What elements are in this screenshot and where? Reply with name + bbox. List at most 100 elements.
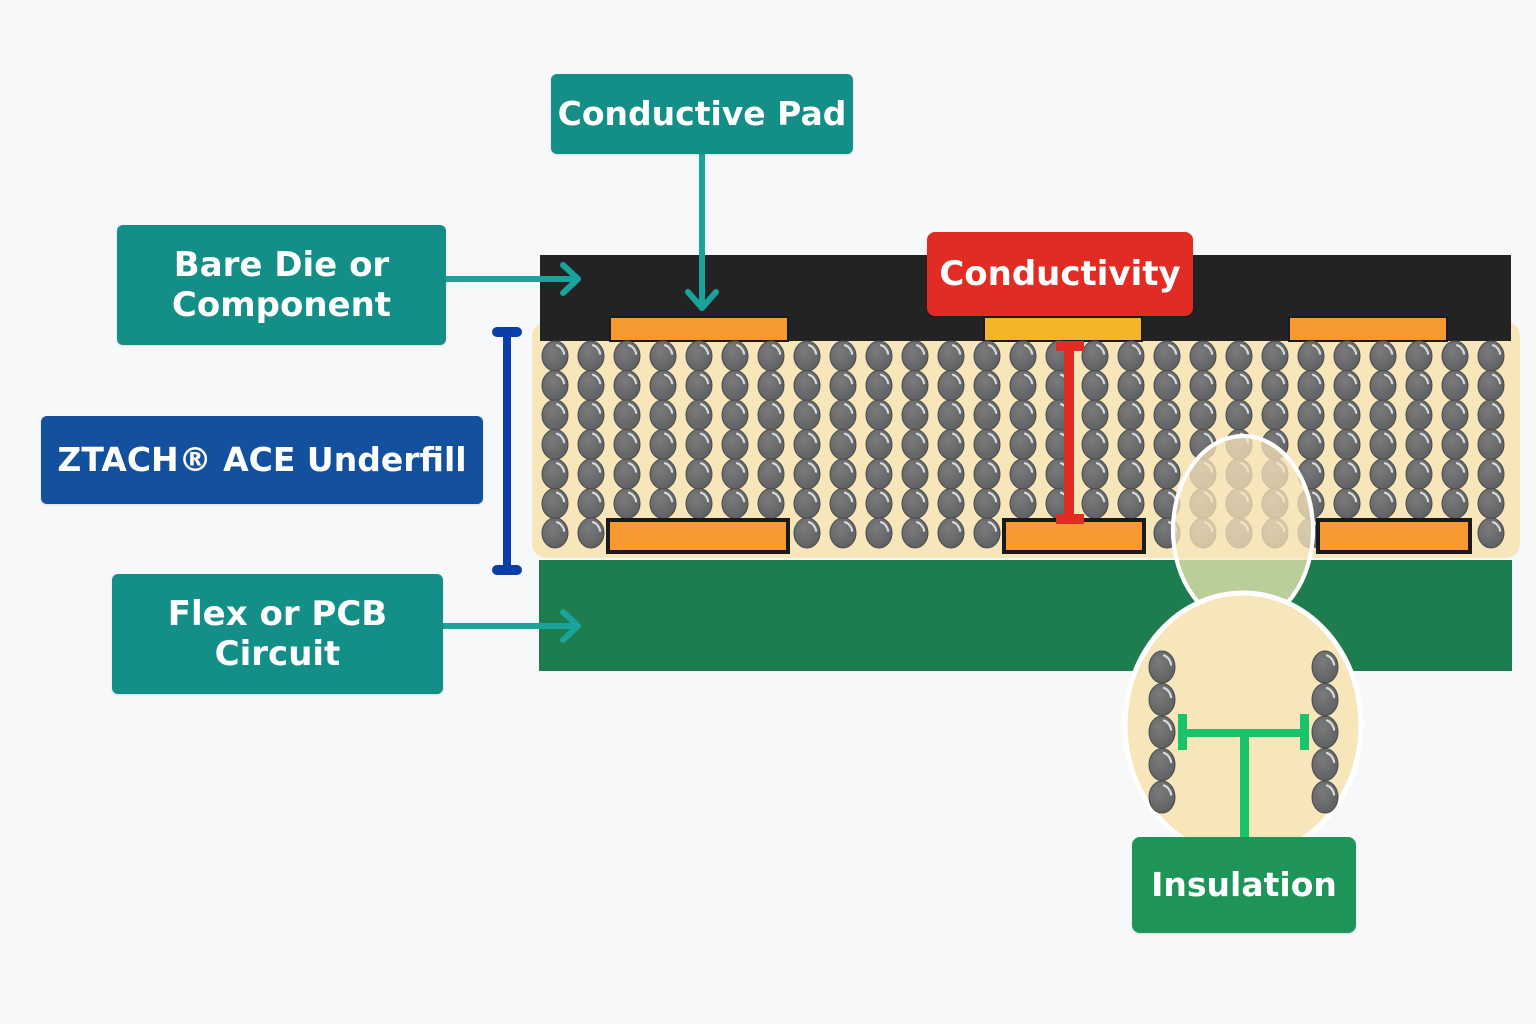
underfill-label-text: ZTACH® ACE Underfill <box>57 439 467 479</box>
conductive-particle <box>973 458 1001 490</box>
conductive-particle <box>1369 399 1397 431</box>
conductive-particle <box>829 517 857 549</box>
conductive-particle <box>1405 370 1433 401</box>
conductive-particle <box>613 399 641 431</box>
conductive-particle <box>1081 340 1109 372</box>
conductive-particle <box>829 488 857 519</box>
conductive-particle <box>1477 517 1505 549</box>
conductive-particle <box>901 517 929 549</box>
conductive-particle <box>973 340 1001 372</box>
conductive-particle <box>901 399 929 431</box>
conductive-particle <box>1117 429 1145 460</box>
conductive-particle <box>1297 340 1325 372</box>
conductive-particle <box>1297 370 1325 401</box>
magnified-particle-column-left <box>1148 650 1176 814</box>
conductive-particle <box>793 399 821 431</box>
arrow-down-icon <box>685 154 719 311</box>
conductive-particle <box>1081 399 1109 431</box>
conductive-particle <box>1405 488 1433 519</box>
magnified-particle <box>1311 715 1339 749</box>
conductive-particle <box>721 370 749 401</box>
conductive-particle <box>901 429 929 460</box>
magnified-particle <box>1148 780 1176 814</box>
magnified-particle <box>1311 650 1339 684</box>
conductive-particle <box>1261 370 1289 401</box>
conductive-particle <box>1333 458 1361 490</box>
conductive-particle <box>1189 340 1217 372</box>
conductive-particle <box>1117 370 1145 401</box>
conductive-particle <box>1477 458 1505 490</box>
magnified-particle <box>1311 780 1339 814</box>
conductive-particle <box>1441 370 1469 401</box>
conductive-particle <box>1153 370 1181 401</box>
conductive-particle <box>541 488 569 519</box>
conductive-particle <box>1405 458 1433 490</box>
conductive-particle <box>685 340 713 372</box>
magnified-particle <box>1311 748 1339 781</box>
conductive-particle <box>1477 370 1505 401</box>
conductive-particle <box>685 399 713 431</box>
conductive-particle <box>865 517 893 549</box>
conductive-particle <box>937 458 965 490</box>
conductive-particle <box>901 370 929 401</box>
conductive-particle <box>937 517 965 549</box>
flex-pcb-label-line-1: Flex or PCB <box>167 593 388 634</box>
conductive-particle <box>1261 399 1289 431</box>
conductive-particle <box>829 399 857 431</box>
conductive-particle <box>757 399 785 431</box>
conductive-particle <box>577 429 605 460</box>
conductive-particle <box>1189 370 1217 401</box>
conductive-particle <box>613 429 641 460</box>
conductive-particle <box>829 340 857 372</box>
conductivity-label: Conductivity <box>927 232 1193 316</box>
conductive-particle <box>1441 399 1469 431</box>
conductive-particle <box>865 340 893 372</box>
conductive-particle <box>577 399 605 431</box>
conductive-particle <box>1369 458 1397 490</box>
conductive-particle <box>649 429 677 460</box>
conductive-particle <box>1009 340 1037 372</box>
conductive-particle <box>1153 429 1181 460</box>
conductive-particle <box>1009 458 1037 490</box>
conductive-particle <box>901 340 929 372</box>
conductive-particle <box>577 370 605 401</box>
conductive-particle <box>1117 488 1145 519</box>
conductive-particle <box>613 370 641 401</box>
conductive-particle <box>1333 488 1361 519</box>
conductive-particle <box>1477 399 1505 431</box>
bare-die-label: Bare Die or Component <box>117 225 446 345</box>
top-conductive-pad <box>611 318 787 340</box>
conductive-particle <box>1405 429 1433 460</box>
bottom-conductive-pad <box>1320 522 1468 550</box>
conductive-particle <box>577 488 605 519</box>
flex-pcb-label: Flex or PCB Circuit <box>112 574 443 694</box>
conductive-particle <box>1441 340 1469 372</box>
conductive-particle <box>1477 429 1505 460</box>
conductive-particle <box>1369 429 1397 460</box>
bare-die-label-line-2: Component <box>171 285 392 325</box>
conductive-particle <box>685 488 713 519</box>
conductive-particle <box>577 517 605 549</box>
conductive-particle <box>1009 429 1037 460</box>
conductive-particle <box>973 488 1001 519</box>
conductive-particle <box>649 399 677 431</box>
top-conductive-pad <box>1290 318 1446 340</box>
conductive-particle <box>721 488 749 519</box>
conductive-particle <box>1081 370 1109 401</box>
conductive-particle <box>541 399 569 431</box>
conductive-particle <box>757 488 785 519</box>
conductive-particle <box>757 370 785 401</box>
conductive-particle <box>973 370 1001 401</box>
conductive-particle <box>937 340 965 372</box>
conductive-particle <box>685 429 713 460</box>
conductive-particle <box>973 399 1001 431</box>
conductive-particle <box>865 429 893 460</box>
conductive-particle <box>685 458 713 490</box>
conductive-particle <box>1153 458 1181 490</box>
conductive-particle <box>1081 458 1109 490</box>
conductive-particle <box>1117 340 1145 372</box>
conductive-particle <box>1225 340 1253 372</box>
conductive-particle <box>1117 399 1145 431</box>
conductive-particle <box>793 429 821 460</box>
